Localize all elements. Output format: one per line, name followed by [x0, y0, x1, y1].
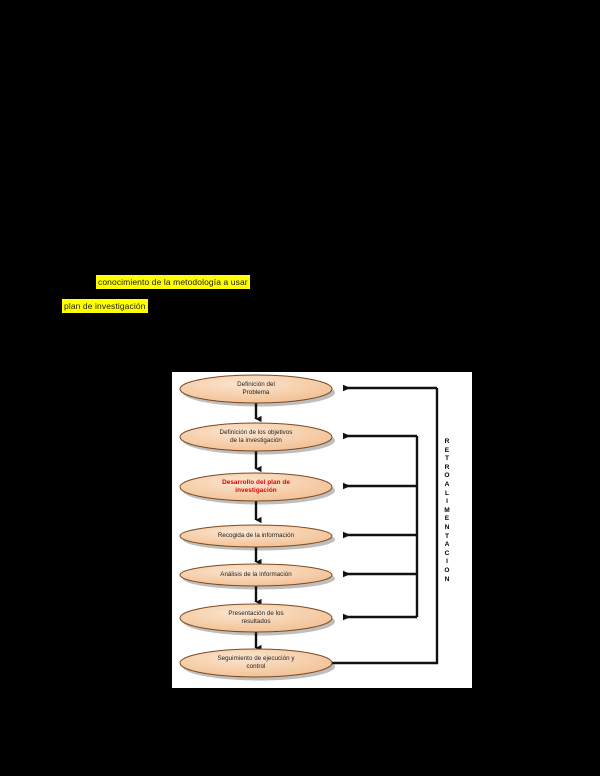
note-line-research-plan: plan de investigación	[62, 299, 148, 313]
feedback-label-letter: N	[444, 575, 450, 583]
feedback-label-letter: C	[444, 549, 450, 557]
feedback-label-letter: O	[444, 566, 450, 574]
node-analisis-informacion	[179, 563, 333, 587]
node-definicion-objetivos	[179, 422, 333, 452]
feedback-label-letter: I	[446, 498, 448, 506]
node-recogida-informacion	[179, 524, 333, 548]
feedback-label-letter: R	[444, 438, 450, 445]
note-line-methodology: conocimiento de la metodología a usar	[96, 275, 250, 289]
feedback-label-letter: O	[444, 472, 450, 480]
feedback-label-letter: E	[444, 515, 450, 523]
feedback-bus	[330, 384, 439, 665]
feedback-label-letter: I	[446, 558, 448, 566]
feedback-label-letter: T	[444, 455, 450, 463]
feedback-label-letter: A	[444, 480, 450, 488]
node-desarrollo-plan	[179, 472, 333, 502]
feedback-label-letter: N	[444, 523, 450, 531]
flowchart-panel: Definición del Problema Definición de lo…	[172, 372, 472, 688]
flowchart-graphic	[179, 374, 439, 681]
node-seguimiento-control	[179, 648, 333, 678]
feedback-label-letter: T	[444, 532, 450, 540]
node-definicion-problema	[179, 374, 333, 404]
node-presentacion-resultados	[179, 603, 333, 633]
feedback-label-letter: A	[444, 541, 450, 549]
feedback-label-letter: E	[444, 446, 450, 454]
process-nodes	[179, 374, 333, 678]
feedback-label-letter: R	[444, 463, 450, 471]
feedback-label-letter: L	[444, 489, 450, 497]
feedback-label-letter: M	[444, 506, 450, 514]
